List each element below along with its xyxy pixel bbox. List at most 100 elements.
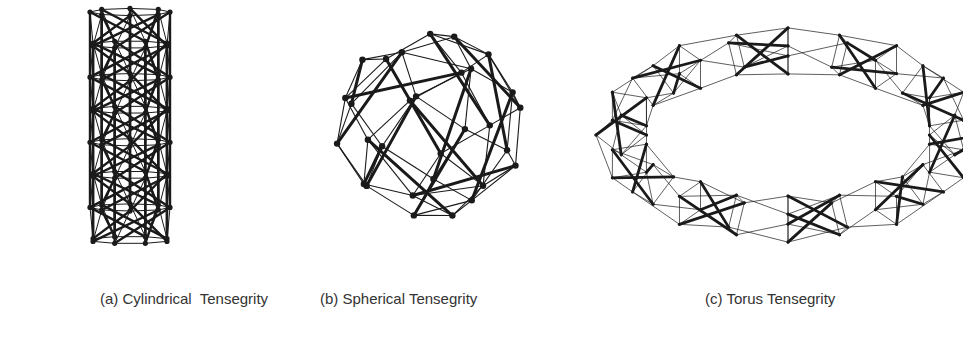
joint xyxy=(672,175,675,178)
joint xyxy=(699,208,702,211)
joint xyxy=(99,207,104,212)
strut xyxy=(351,60,362,104)
cable xyxy=(337,144,367,186)
strut xyxy=(929,135,963,178)
joint xyxy=(631,190,634,193)
joint xyxy=(127,136,132,141)
joint xyxy=(143,176,148,181)
cable xyxy=(653,177,673,204)
joint xyxy=(143,169,148,174)
joint xyxy=(87,9,92,14)
joint xyxy=(90,236,95,241)
joint xyxy=(458,69,464,75)
joint xyxy=(953,153,956,156)
cable xyxy=(130,8,158,9)
joint xyxy=(127,208,132,213)
cable xyxy=(788,196,789,214)
cable xyxy=(679,43,728,74)
cable xyxy=(430,34,454,37)
joint xyxy=(921,203,924,206)
joint xyxy=(112,39,117,44)
joint xyxy=(504,147,510,153)
strut xyxy=(93,210,158,241)
joint xyxy=(112,176,117,181)
cable xyxy=(351,104,382,147)
joint xyxy=(90,106,95,111)
joint xyxy=(127,6,132,11)
joint xyxy=(167,75,172,80)
strut xyxy=(430,34,490,126)
joint xyxy=(611,176,614,179)
cable xyxy=(612,150,613,178)
cable xyxy=(402,52,471,68)
strut xyxy=(157,9,159,74)
joint xyxy=(611,91,614,94)
strut xyxy=(875,182,943,192)
joint xyxy=(87,205,92,210)
strut xyxy=(923,66,930,126)
joint xyxy=(735,73,738,76)
joint xyxy=(620,153,623,156)
joint xyxy=(699,180,702,183)
joint xyxy=(846,226,849,229)
cable xyxy=(674,177,701,182)
joint xyxy=(921,163,924,166)
joint xyxy=(645,143,648,146)
strut xyxy=(489,54,508,150)
joint xyxy=(112,104,117,109)
joint xyxy=(407,97,413,103)
cable xyxy=(875,60,876,88)
strut xyxy=(337,52,402,143)
joint xyxy=(611,119,614,122)
joint xyxy=(517,104,523,110)
joint xyxy=(379,143,385,149)
strut xyxy=(115,77,170,113)
joint xyxy=(928,143,931,146)
joint xyxy=(735,34,738,37)
joint xyxy=(895,44,898,47)
joint xyxy=(594,133,597,136)
cable xyxy=(744,196,788,203)
cable xyxy=(516,108,521,166)
cable xyxy=(875,88,922,105)
joint xyxy=(348,100,354,106)
joint xyxy=(895,223,898,226)
joint xyxy=(895,195,898,198)
joint xyxy=(921,104,924,107)
joint xyxy=(735,233,738,236)
joint xyxy=(651,64,654,67)
joint xyxy=(874,180,877,183)
cable xyxy=(115,236,146,237)
joint xyxy=(786,72,789,75)
strut xyxy=(386,59,441,153)
cable xyxy=(700,60,701,88)
joint xyxy=(901,175,904,178)
cable xyxy=(414,215,453,216)
joint xyxy=(427,31,433,37)
joint xyxy=(727,41,730,44)
joint xyxy=(678,195,681,198)
strut xyxy=(115,207,170,243)
cable xyxy=(402,37,454,53)
cable xyxy=(896,46,897,74)
joint xyxy=(743,66,746,69)
cable xyxy=(875,74,896,89)
cable xyxy=(646,98,647,126)
joint xyxy=(727,226,730,229)
joint xyxy=(928,171,931,174)
cable xyxy=(788,28,789,56)
cable xyxy=(701,60,745,67)
joint xyxy=(156,12,161,17)
joint xyxy=(359,56,365,62)
cable xyxy=(788,43,847,56)
joint xyxy=(672,91,675,94)
joint xyxy=(99,12,104,17)
joint xyxy=(469,197,475,203)
joint xyxy=(743,201,746,204)
cable xyxy=(923,165,943,192)
joint xyxy=(438,150,444,156)
cable xyxy=(897,46,923,66)
strut xyxy=(653,66,700,88)
joint xyxy=(611,148,614,151)
joint xyxy=(651,104,654,107)
